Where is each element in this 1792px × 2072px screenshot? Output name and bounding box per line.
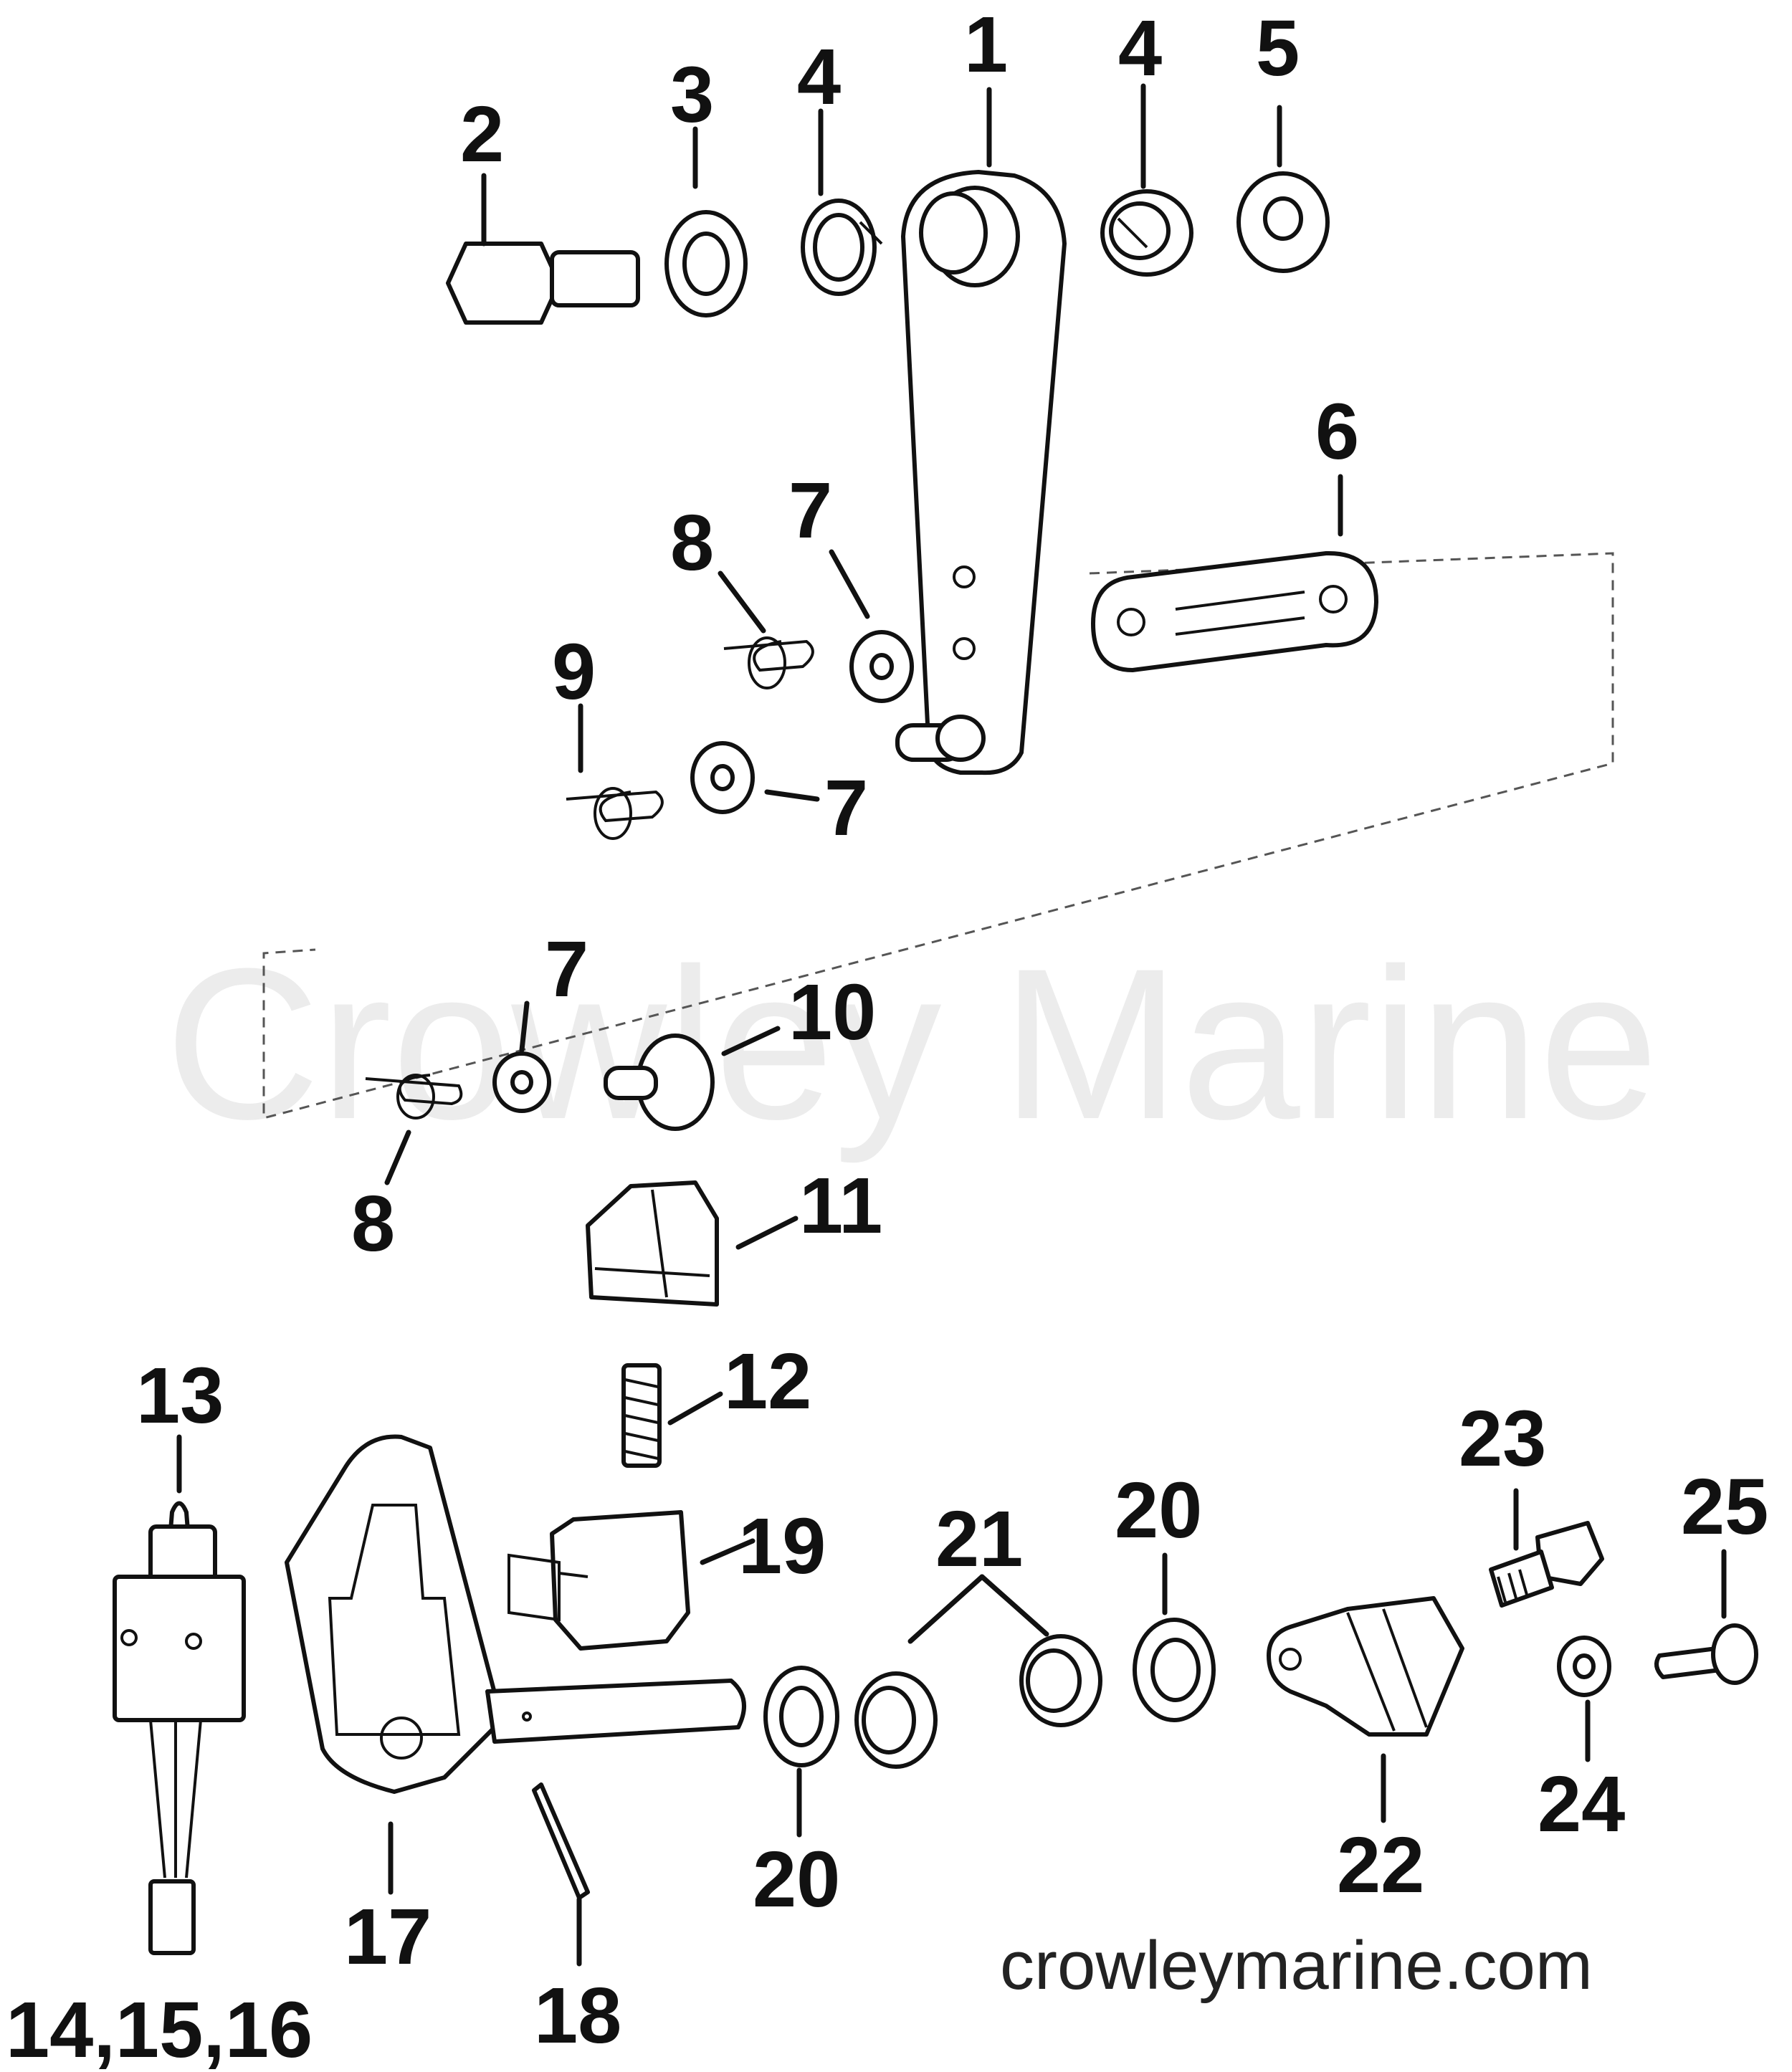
- part-6-link-rod: [1091, 550, 1378, 672]
- part-10-pivot-bushing: [604, 1033, 715, 1131]
- part-4-bushing-left: [801, 199, 883, 296]
- part-12-spring: [621, 1363, 662, 1468]
- callout-7-lower: 7: [545, 925, 588, 1013]
- part-5-washer: [1236, 171, 1330, 273]
- part-20-washer-right: [1133, 1618, 1216, 1722]
- callout-3: 3: [670, 51, 714, 139]
- part-22-shift-lever: [1267, 1596, 1464, 1737]
- callout-2: 2: [460, 90, 504, 178]
- callout-10: 10: [788, 968, 876, 1056]
- part-7-washer-lower: [492, 1051, 551, 1113]
- callout-11: 11: [799, 1162, 882, 1250]
- watermark: Crowley Marine: [165, 923, 1659, 1165]
- part-8-hairpin-clip-upper: [723, 636, 814, 689]
- part-19-detent-bracket: [507, 1510, 690, 1651]
- callout-9: 9: [552, 628, 596, 716]
- callout-13: 13: [136, 1352, 224, 1440]
- callout-12: 12: [724, 1337, 811, 1426]
- callout-5: 5: [1256, 4, 1300, 92]
- callout-22: 22: [1337, 1821, 1424, 1909]
- part-3-washer: [664, 210, 748, 318]
- callout-4-left: 4: [797, 33, 841, 121]
- part-24-lock-washer: [1557, 1636, 1611, 1697]
- website-url: crowleymarine.com: [1000, 1927, 1593, 2004]
- part-18-cotter-pin: [532, 1782, 590, 1900]
- part-17-shift-plate: [285, 1434, 746, 1794]
- part-2-bolt: [446, 242, 640, 325]
- callout-25: 25: [1681, 1463, 1768, 1551]
- part-9-hairpin-clip: [566, 787, 664, 840]
- callout-7-upper: 7: [788, 467, 832, 555]
- part-8-hairpin-clip-lower: [365, 1074, 463, 1119]
- callout-4-right: 4: [1118, 4, 1162, 92]
- part-23-bolt: [1489, 1521, 1604, 1608]
- callout-20-left: 20: [753, 1835, 840, 1924]
- part-4-bushing-right: [1100, 189, 1193, 277]
- callout-23: 23: [1459, 1395, 1546, 1483]
- part-7-washer-upper: [849, 630, 914, 703]
- part-1-lever-arm: [895, 170, 1067, 775]
- callout-21: 21: [935, 1495, 1023, 1583]
- alignment-phantom-box: [262, 552, 1614, 1119]
- part-25-stud: [1654, 1623, 1758, 1685]
- callout-14-15-16: 14,15,16: [6, 1986, 313, 2072]
- part-21-bushing-left: [854, 1671, 938, 1769]
- callout-17: 17: [344, 1893, 432, 1981]
- callout-19: 19: [738, 1502, 826, 1590]
- callout-24: 24: [1538, 1760, 1625, 1848]
- part-11-shift-block: [586, 1180, 719, 1307]
- callout-8-upper: 8: [670, 499, 714, 587]
- callout-labels: 1 2 3 4 4 5 6 7 7 7 8 8 9 10 11 12 13 14…: [6, 1, 1768, 2072]
- part-7-washer-middle: [690, 741, 755, 814]
- callout-1: 1: [964, 1, 1008, 89]
- part-21-bushing-right: [1019, 1634, 1102, 1727]
- callout-8-lower: 8: [351, 1180, 395, 1268]
- callout-6: 6: [1315, 388, 1359, 476]
- callout-7-middle: 7: [824, 764, 868, 852]
- part-13-neutral-switch: [113, 1501, 246, 1955]
- part-20-washer-left: [763, 1666, 839, 1767]
- callout-18: 18: [534, 1972, 621, 2060]
- leader-lines: [176, 83, 1727, 1967]
- callout-20-right: 20: [1115, 1466, 1202, 1555]
